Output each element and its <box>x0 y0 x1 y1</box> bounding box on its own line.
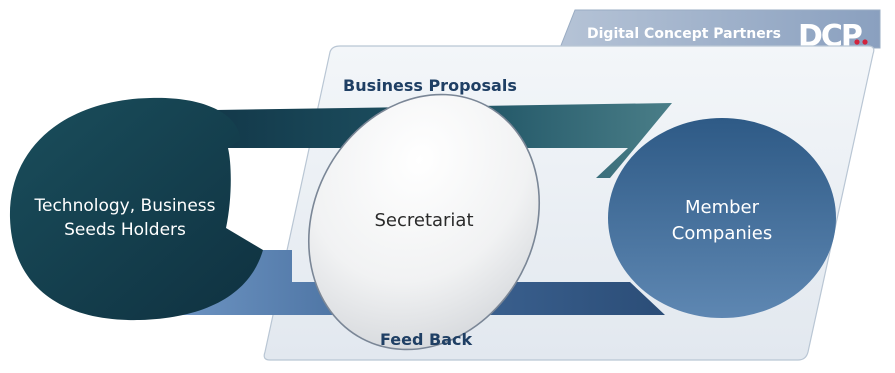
secretariat-label: Secretariat <box>374 210 473 231</box>
logo-dot-icon <box>854 39 860 45</box>
right-node-member-companies <box>608 118 836 318</box>
left-node-label-line1: Technology, Business <box>34 196 216 216</box>
business-proposals-label: Business Proposals <box>343 76 517 95</box>
left-node-technology-seeds-holders <box>9 97 263 321</box>
left-node-label-line2: Seeds Holders <box>64 220 186 240</box>
logo-dot-icon <box>862 39 868 45</box>
right-node-label-line2: Companies <box>672 223 772 244</box>
secretariat-node <box>307 93 541 351</box>
brand-name: Digital Concept Partners <box>587 26 781 42</box>
right-node-label-line1: Member <box>685 197 760 218</box>
feedback-label: Feed Back <box>380 330 472 349</box>
